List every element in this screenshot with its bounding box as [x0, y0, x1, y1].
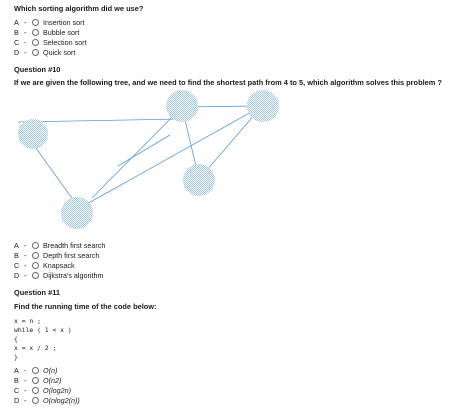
q11-option-d[interactable]: D- O(nlog2(n))	[14, 395, 80, 405]
radio-button[interactable]	[32, 18, 39, 26]
q9-option-b[interactable]: B- Bubble sort	[14, 27, 80, 37]
tree-node	[247, 90, 279, 122]
radio-button[interactable]	[32, 376, 39, 384]
edge	[91, 106, 183, 199]
q10-option-c[interactable]: C- Knapsack	[14, 260, 75, 270]
tree-node	[18, 119, 48, 149]
q10-title: If we are given the following tree, and …	[14, 78, 442, 87]
q11-heading: Question #11	[14, 288, 61, 297]
radio-button[interactable]	[32, 271, 39, 279]
q11-option-c[interactable]: C- O(log2n)	[14, 385, 71, 395]
edge	[199, 105, 263, 179]
code-line: while ( 1 < x )	[14, 326, 72, 334]
tree-diagram	[17, 90, 279, 229]
q11-option-a[interactable]: A- O(n)	[14, 365, 58, 375]
radio-button[interactable]	[32, 396, 39, 404]
edge	[117, 134, 171, 167]
q9-title: Which sorting algorithm did we use?	[14, 4, 144, 13]
q10-heading: Question #10	[14, 65, 61, 74]
code-line: {	[14, 335, 18, 343]
radio-button[interactable]	[32, 28, 39, 36]
radio-button[interactable]	[32, 366, 39, 374]
radio-button[interactable]	[32, 241, 39, 249]
q11-option-b[interactable]: B- O(n2)	[14, 375, 62, 385]
code-line: }	[14, 353, 18, 361]
tree-node	[61, 197, 93, 229]
tree-node	[166, 90, 198, 122]
q9-option-c[interactable]: C- Selection sort	[14, 37, 87, 47]
radio-button[interactable]	[32, 48, 39, 56]
q10-option-d[interactable]: D- Dijkstra's algorithm	[14, 270, 104, 280]
radio-button[interactable]	[32, 386, 39, 394]
q10-option-a[interactable]: A- Breadth first search	[14, 240, 106, 250]
tree-node	[183, 164, 215, 196]
q11-title: Find the running time of the code below:	[14, 302, 157, 311]
edge	[17, 118, 181, 123]
q9-option-a[interactable]: A- Insertion sort	[14, 17, 85, 27]
radio-button[interactable]	[32, 251, 39, 259]
radio-button[interactable]	[32, 261, 39, 269]
code-line: x = x / 2 ;	[14, 344, 57, 352]
radio-button[interactable]	[32, 38, 39, 46]
edge	[77, 105, 263, 210]
q9-option-d[interactable]: D- Quick sort	[14, 47, 76, 57]
code-line: x = n ;	[14, 317, 41, 325]
tree-edges	[17, 105, 263, 210]
tree-nodes	[18, 90, 279, 229]
q10-option-b[interactable]: B- Depth first search	[14, 250, 100, 260]
